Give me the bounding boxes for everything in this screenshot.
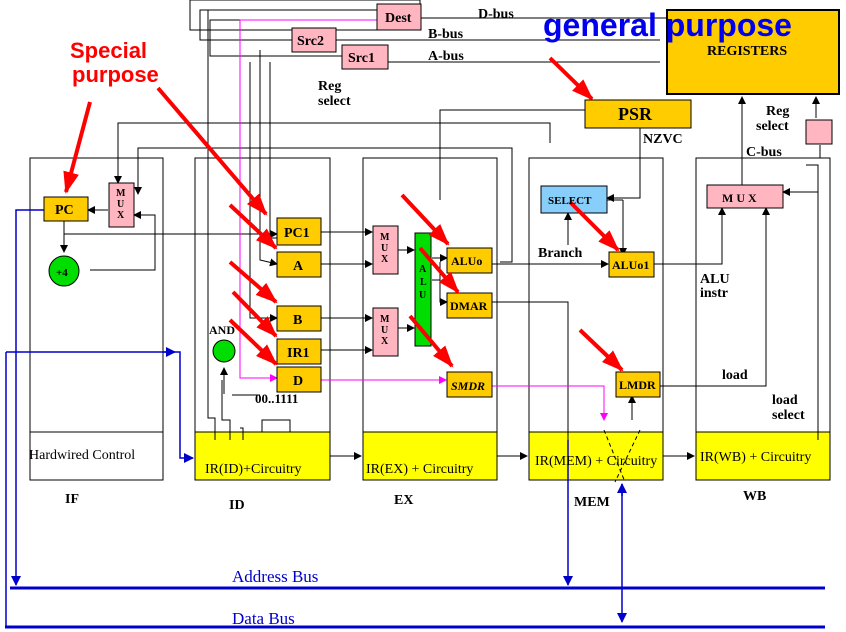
plus4-circle [48, 255, 80, 287]
ir-ex-label: IR(EX) + Circuitry [366, 462, 473, 477]
src1-label: Src1 [348, 51, 375, 66]
c-bus-label: C-bus [746, 145, 782, 160]
psr-label: PSR [618, 104, 653, 124]
ir1-label: IR1 [287, 346, 310, 361]
special-label: Special [70, 38, 147, 63]
select-box-label: SELECT [548, 195, 592, 207]
ir-id-label: IR(ID)+Circuitry [205, 462, 302, 477]
smdr-box [446, 371, 493, 398]
lmdr-label: LMDR [619, 378, 656, 392]
dmar-label: DMAR [450, 299, 488, 313]
smdr-label: SMDR [451, 379, 485, 393]
hardwired-block [29, 431, 164, 481]
b-bus-label: B-bus [428, 27, 464, 42]
bits-label: 00..1111 [255, 391, 298, 406]
src2-box [291, 27, 337, 53]
ir-ex-block [362, 431, 498, 481]
registers-label: REGISTERS [707, 44, 787, 59]
src2-label: Src2 [297, 34, 324, 49]
stage-mem-label: MEM [574, 495, 610, 510]
stage-id-label: ID [229, 498, 245, 513]
reg-select-box-wb [805, 119, 833, 145]
psr-box [584, 99, 692, 129]
hardwired-label: Hardwired Control [29, 448, 135, 463]
dmar-box [446, 292, 493, 319]
data-bus-label: Data Bus [232, 609, 295, 628]
and-gate [212, 339, 236, 363]
pc1-label: PC1 [284, 226, 310, 241]
alu-instr-2: instr [700, 286, 728, 301]
address-bus-label: Address Bus [232, 567, 318, 586]
select-label: select [318, 94, 351, 109]
if-mux-box [108, 182, 135, 228]
b-label: B [293, 313, 302, 328]
alu-instr-1: ALU [700, 272, 730, 287]
ex-mux-top [372, 225, 399, 275]
ir-mem-label: IR(MEM) + Circuitry [535, 454, 657, 469]
highlight-arrows [63, 56, 624, 372]
dest-box [376, 3, 422, 31]
wb-select-label: select [756, 119, 789, 134]
pc1-box [276, 217, 322, 246]
a-box [276, 251, 322, 278]
ir-wb-block [695, 431, 831, 481]
stage-ex-label: EX [394, 493, 413, 508]
aluo1-label: ALUo1 [612, 258, 649, 272]
ex-mux-bottom [372, 307, 399, 357]
aluo-box [446, 247, 493, 274]
ir-mem-block [528, 431, 664, 481]
aluo-label: ALUo [451, 254, 482, 268]
d-label: D [293, 374, 303, 389]
src1-box [341, 44, 389, 70]
plus4-label: +4 [56, 267, 68, 279]
wb-mux-label: M U X [722, 191, 757, 205]
a-label: A [293, 259, 304, 274]
pc-label: PC [55, 203, 74, 218]
stage-wb-label: WB [743, 489, 766, 504]
d-box [276, 366, 322, 393]
ir-wb-label: IR(WB) + Circuitry [700, 450, 811, 465]
purpose-label: purpose [72, 62, 159, 87]
load-select-1: load [772, 393, 798, 408]
a-bus-label: A-bus [428, 49, 464, 64]
b-box [276, 305, 322, 332]
stage-if-label: IF [65, 492, 79, 507]
lmdr-box [615, 371, 661, 398]
pc-box [43, 196, 89, 222]
aluo1-box [608, 251, 655, 278]
wb-mux-box [706, 184, 784, 209]
dest-label: Dest [385, 11, 412, 26]
nzvc-label: NZVC [643, 132, 683, 147]
general-purpose-label: general purpose [543, 7, 792, 43]
registers-box [666, 9, 840, 95]
branch-label: Branch [538, 246, 583, 261]
wb-reg-label: Reg [766, 104, 789, 119]
load-select-2: select [772, 408, 805, 423]
d-bus-label: D-bus [478, 7, 514, 22]
and-label: AND [209, 323, 235, 337]
alu-box [414, 232, 432, 347]
reg-label: Reg [318, 79, 341, 94]
load-label: load [722, 368, 748, 383]
